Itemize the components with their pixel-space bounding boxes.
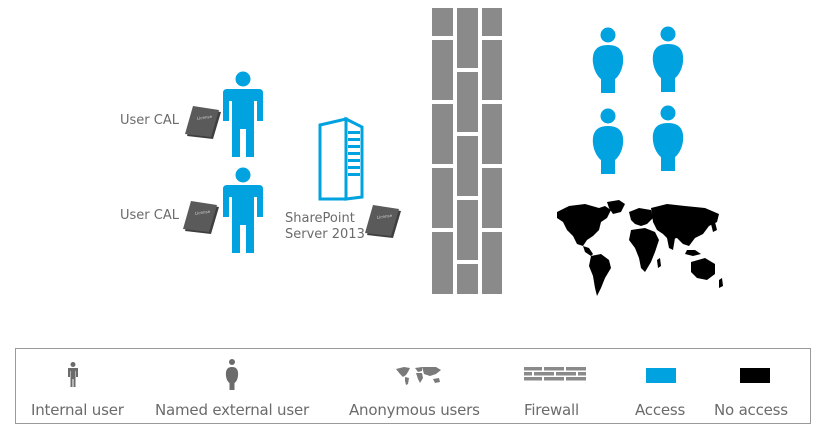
svg-text:License: License [195, 209, 211, 216]
legend-firewall-label: Firewall [524, 401, 579, 419]
license-book-icon: License [185, 106, 221, 139]
world-map-icon [557, 200, 723, 296]
legend-anonymous-users-icon [396, 367, 441, 385]
server-icon [318, 116, 364, 201]
firewall-icon [432, 8, 502, 294]
legend-no-access-label: No access [714, 401, 788, 419]
named-external-user-4-icon [652, 105, 684, 171]
legend-internal-user-label: Internal user [31, 401, 124, 419]
named-external-user-3-icon [592, 108, 624, 174]
license-book-icon: License [183, 201, 219, 234]
internal-user-1-icon [223, 71, 263, 157]
svg-text:License: License [197, 114, 213, 121]
legend-named-external-user-icon [225, 359, 239, 390]
legend-access-label: Access [635, 401, 686, 419]
server-label-line1: SharePoint [285, 211, 355, 226]
legend-internal-user-icon [68, 362, 78, 387]
legend-no-access-swatch [740, 368, 770, 383]
legend-firewall-icon [524, 367, 586, 381]
svg-text:License: License [377, 213, 393, 220]
license-book-icon: License [365, 205, 401, 238]
named-external-user-2-icon [652, 26, 684, 92]
user-cal-label-2: User CAL [120, 208, 179, 223]
legend-named-external-user-label: Named external user [155, 401, 309, 419]
user-cal-label-1: User CAL [120, 113, 179, 128]
legend-box [15, 348, 811, 424]
legend-anonymous-users-label: Anonymous users [349, 401, 480, 419]
named-external-user-1-icon [592, 27, 624, 93]
server-label-line2: Server 2013 [285, 227, 365, 242]
legend-access-swatch [646, 368, 676, 383]
internal-user-2-icon [223, 167, 263, 253]
